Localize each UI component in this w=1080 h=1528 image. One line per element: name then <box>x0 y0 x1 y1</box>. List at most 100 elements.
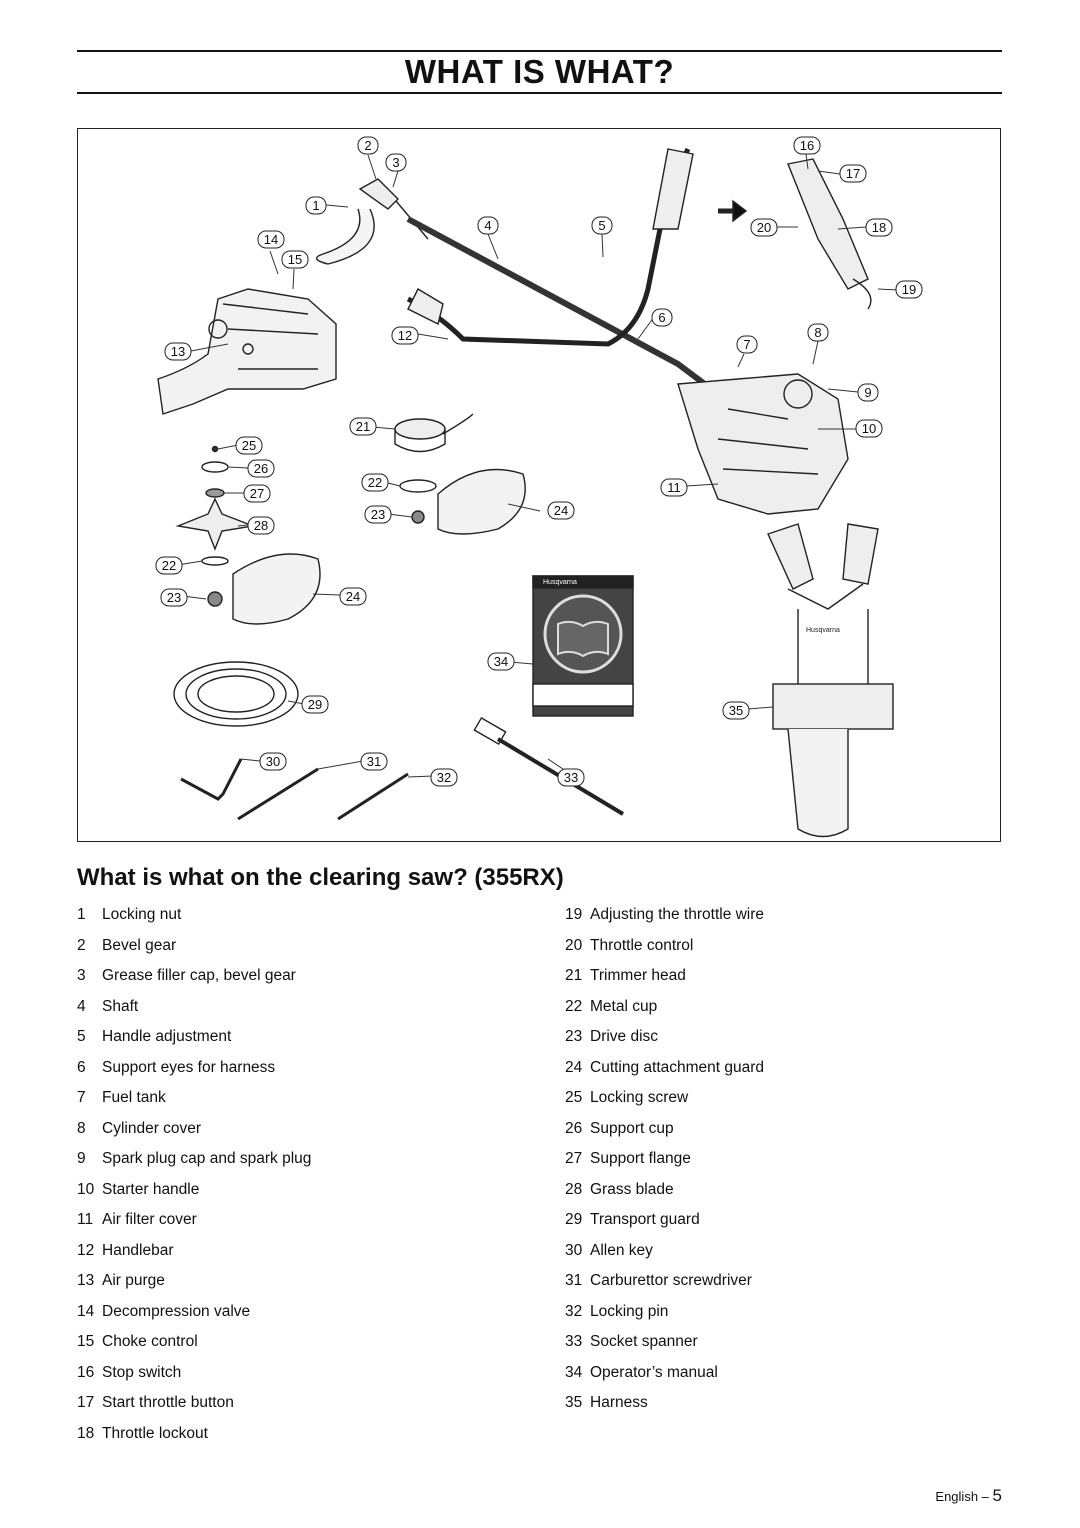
page-title: WHAT IS WHAT? <box>404 53 675 90</box>
callout-1: 1 <box>305 196 327 215</box>
header-rule-bottom <box>77 92 1002 94</box>
engine-unit-detail <box>157 288 337 415</box>
footer-dash: – <box>981 1489 989 1504</box>
guard-lower-shape <box>232 553 321 625</box>
callout-23: 23 <box>364 505 392 524</box>
allen-key-shape <box>180 758 243 801</box>
svg-text:1: 1 <box>312 198 319 213</box>
callout-23-lower: 23 <box>160 588 188 607</box>
callout-34: 34 <box>487 652 515 671</box>
svg-text:20: 20 <box>757 220 771 235</box>
page-footer: English – 5 <box>935 1485 1002 1508</box>
callout-4: 4 <box>477 216 499 235</box>
callout-18: 18 <box>865 218 893 237</box>
svg-text:18: 18 <box>872 220 886 235</box>
guard-shape <box>437 468 526 535</box>
handlebar-detail <box>406 147 694 347</box>
grass-blade-shape <box>175 497 256 551</box>
callout-7: 7 <box>736 335 758 354</box>
svg-text:2: 2 <box>364 138 371 153</box>
callout-24: 24 <box>547 501 575 520</box>
support-cup-shape <box>201 461 229 473</box>
callout-22: 22 <box>361 473 389 492</box>
metal-cup-lower-shape <box>201 556 229 566</box>
locking-pin-shape <box>337 772 409 821</box>
callout-labels: 1 2 3 4 5 6 7 8 9 10 11 12 13 14 15 16 1… <box>155 136 923 787</box>
drive-disc-lower-shape <box>207 591 223 607</box>
svg-text:3: 3 <box>392 155 399 170</box>
callout-11: 11 <box>660 478 688 497</box>
svg-text:11: 11 <box>667 480 681 495</box>
trimmer-head-detail <box>394 413 474 453</box>
svg-text:28: 28 <box>254 518 268 533</box>
callout-12: 12 <box>391 326 419 345</box>
svg-text:22: 22 <box>162 558 176 573</box>
svg-text:22: 22 <box>368 475 382 490</box>
socket-head-shape <box>473 716 507 746</box>
callout-10: 10 <box>855 419 883 438</box>
shaft-line <box>406 216 720 397</box>
callout-21: 21 <box>349 417 377 436</box>
callout-26: 26 <box>247 459 275 478</box>
svg-text:7: 7 <box>743 337 750 352</box>
svg-text:24: 24 <box>346 589 360 604</box>
harness-illustration <box>767 523 894 838</box>
callout-5: 5 <box>591 216 613 235</box>
callout-27: 27 <box>243 484 271 503</box>
parts-illustration: 1 2 3 4 5 6 7 8 9 10 11 12 13 14 15 16 1… <box>155 136 923 838</box>
svg-text:30: 30 <box>266 754 280 769</box>
main-engine-detail <box>677 373 849 515</box>
page-number: 5 <box>992 1486 1002 1505</box>
callout-28: 28 <box>247 516 275 535</box>
throttle-handle-detail <box>787 158 872 310</box>
callout-35: 35 <box>722 701 750 720</box>
svg-text:9: 9 <box>864 385 871 400</box>
svg-text:31: 31 <box>367 754 381 769</box>
callout-13: 13 <box>164 342 192 361</box>
footer-language: English <box>935 1489 979 1504</box>
svg-text:32: 32 <box>437 770 451 785</box>
parts-diagram: 1 2 3 4 5 6 7 8 9 10 11 12 13 14 15 16 1… <box>77 128 1001 842</box>
callout-9: 9 <box>857 383 879 402</box>
svg-text:13: 13 <box>171 344 185 359</box>
callout-20: 20 <box>750 218 778 237</box>
svg-text:24: 24 <box>554 503 568 518</box>
svg-text:8: 8 <box>814 325 821 340</box>
svg-text:25: 25 <box>242 438 256 453</box>
svg-text:21: 21 <box>356 419 370 434</box>
svg-text:27: 27 <box>250 486 264 501</box>
svg-text:33: 33 <box>564 770 578 785</box>
callout-32: 32 <box>430 768 458 787</box>
manual-brand-logo: Husqvarna <box>543 579 577 586</box>
svg-text:29: 29 <box>308 697 322 712</box>
callout-17: 17 <box>839 164 867 183</box>
svg-text:34: 34 <box>494 654 508 669</box>
harness-brand-logo: Husqvarna <box>806 627 840 634</box>
callout-33: 33 <box>557 768 585 787</box>
callout-30: 30 <box>259 752 287 771</box>
svg-text:12: 12 <box>398 328 412 343</box>
callout-16: 16 <box>793 136 821 155</box>
